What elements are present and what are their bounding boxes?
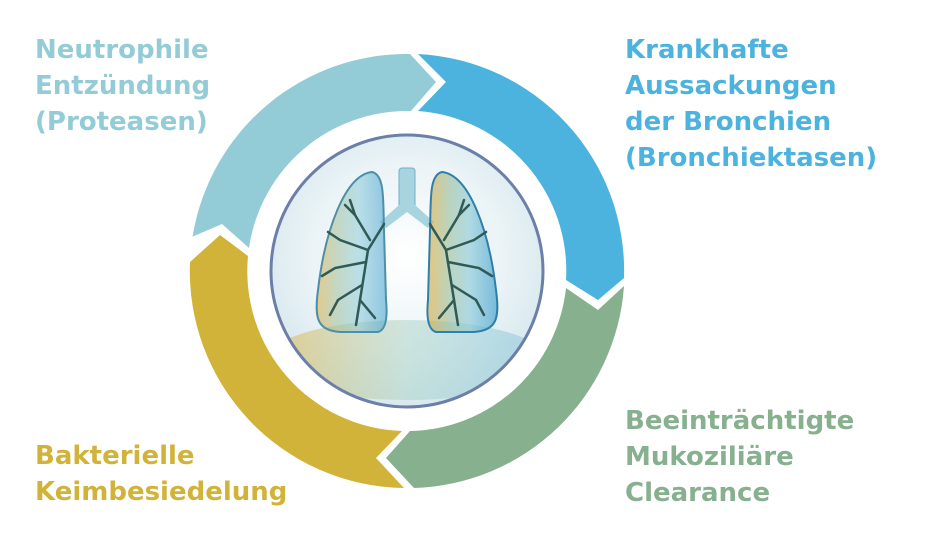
inner-circle-border	[269, 133, 545, 409]
lungs-illustration	[269, 133, 545, 409]
arrow-segment-neutrophile	[192, 53, 436, 249]
label-line: (Proteasen)	[35, 107, 208, 137]
label-line: Beeinträchtigte	[625, 406, 855, 436]
label-line: Entzündung	[35, 71, 211, 101]
label-line: Mukoziliäre	[625, 442, 794, 472]
label-line: Clearance	[625, 478, 771, 508]
label-bakterielle-keimbesiedelung: Bakterielle Keimbesiedelung	[35, 438, 287, 510]
label-neutrophile-entzuendung: Neutrophile Entzündung (Proteasen)	[35, 32, 210, 140]
label-line: Aussackungen	[625, 71, 837, 101]
label-line: Keimbesiedelung	[35, 477, 288, 507]
arrow-segment-bronchiektasen	[418, 54, 625, 300]
arrow-segment-clearance	[386, 286, 624, 488]
label-line: der Bronchien	[625, 107, 832, 137]
label-line: (Bronchiektasen)	[625, 143, 878, 173]
label-bronchiektasen: Krankhafte Aussackungen der Bronchien (B…	[625, 32, 877, 176]
label-mukoziliaere-clearance: Beeinträchtigte Mukoziliäre Clearance	[625, 403, 854, 511]
arrow-segment-keimbesiedelung	[189, 235, 404, 488]
label-line: Neutrophile	[35, 35, 209, 65]
label-line: Krankhafte	[625, 35, 789, 65]
label-line: Bakterielle	[35, 441, 195, 471]
